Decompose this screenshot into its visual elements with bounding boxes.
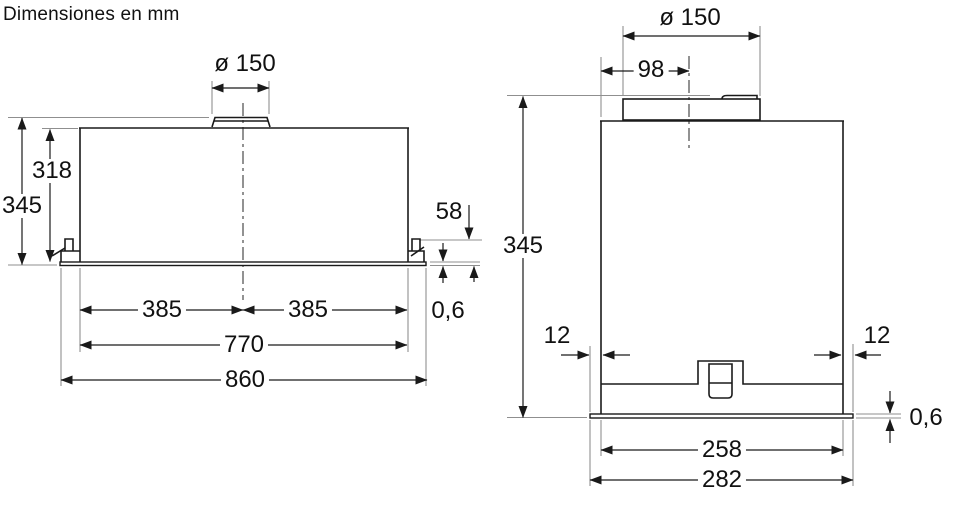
front-view — [8, 81, 482, 386]
front-center-right-label: 385 — [283, 298, 333, 322]
side-panel-thickness-label: 0,6 — [909, 404, 943, 431]
side-view-hood-outline — [600, 94, 844, 414]
side-front-overhang-label: 12 — [543, 322, 571, 349]
side-view — [507, 26, 901, 486]
front-view-hood-outline — [51, 116, 425, 262]
front-center-left-label: 385 — [137, 298, 187, 322]
side-body-depth-label: 258 — [697, 438, 747, 462]
side-view-extension-lines — [507, 26, 901, 486]
side-duct-diameter-label: ø 150 — [659, 4, 721, 31]
front-total-width-label: 860 — [220, 368, 270, 392]
front-body-width-label: 770 — [219, 333, 269, 357]
side-duct-offset-label: 98 — [633, 58, 669, 82]
front-view-bottom-panel — [59, 261, 427, 267]
front-view-extension-lines — [8, 81, 482, 386]
side-total-height-label: 345 — [498, 234, 548, 258]
side-view-bottom-panel — [589, 413, 854, 419]
front-body-height-label: 318 — [27, 159, 77, 183]
front-panel-thickness-label: 0,6 — [431, 297, 465, 324]
front-total-height-label: 345 — [0, 194, 47, 218]
side-rear-overhang-label: 12 — [863, 322, 891, 349]
front-clip-height-label: 58 — [435, 198, 463, 225]
front-duct-diameter-label: ø 150 — [214, 50, 276, 77]
side-total-depth-label: 282 — [697, 468, 747, 492]
drawing-title: Dimensiones en mm — [3, 4, 180, 25]
